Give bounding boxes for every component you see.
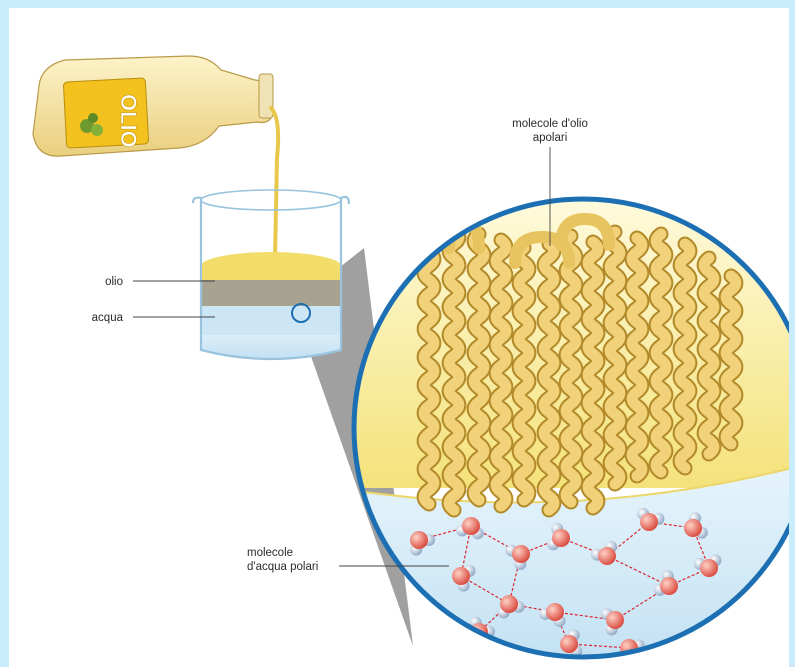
oil-chain (610, 232, 620, 484)
oxygen-atom (410, 531, 428, 549)
oil-stream (271, 108, 278, 258)
oil-molecules-label-line1: molecole d'olio (512, 118, 588, 130)
oxygen-atom (598, 547, 616, 565)
oxygen-atom (452, 567, 470, 585)
water-label: acqua (92, 312, 124, 324)
oxygen-atom (500, 595, 518, 613)
oxygen-atom (660, 577, 678, 595)
oil-chain (726, 276, 736, 444)
oxygen-atom (560, 635, 578, 653)
oil-chain (449, 230, 459, 510)
oxygen-atom (640, 513, 658, 531)
water-molecules-label-line2: d'acqua polari (247, 561, 318, 573)
oxygen-atom (512, 545, 530, 563)
label-oil: olio (105, 276, 215, 288)
water-layer (201, 305, 341, 335)
oil-chain (704, 258, 714, 454)
oil-molecules-label-line2: apolari (533, 132, 568, 144)
oxygen-atom (700, 559, 718, 577)
diagram-canvas: OLIO molecole d'olio apolari olio acqua (9, 8, 789, 667)
oxygen-atom (684, 519, 702, 537)
beaker (193, 190, 349, 359)
bottle-label-text: OLIO (116, 94, 141, 148)
oxygen-atom (462, 517, 480, 535)
oil-bottle: OLIO (33, 56, 273, 156)
label-water: acqua (92, 312, 215, 324)
oxygen-atom (546, 603, 564, 621)
oil-layer-dark (201, 278, 341, 306)
oxygen-atom (606, 611, 624, 629)
oxygen-atom (552, 529, 570, 547)
oil-chain (519, 248, 529, 500)
oil-water-diagram: OLIO molecole d'olio apolari olio acqua (9, 8, 789, 667)
bottle-label: OLIO (63, 78, 148, 148)
water-molecules-label-line1: molecole (247, 547, 293, 559)
oil-label: olio (105, 276, 123, 288)
